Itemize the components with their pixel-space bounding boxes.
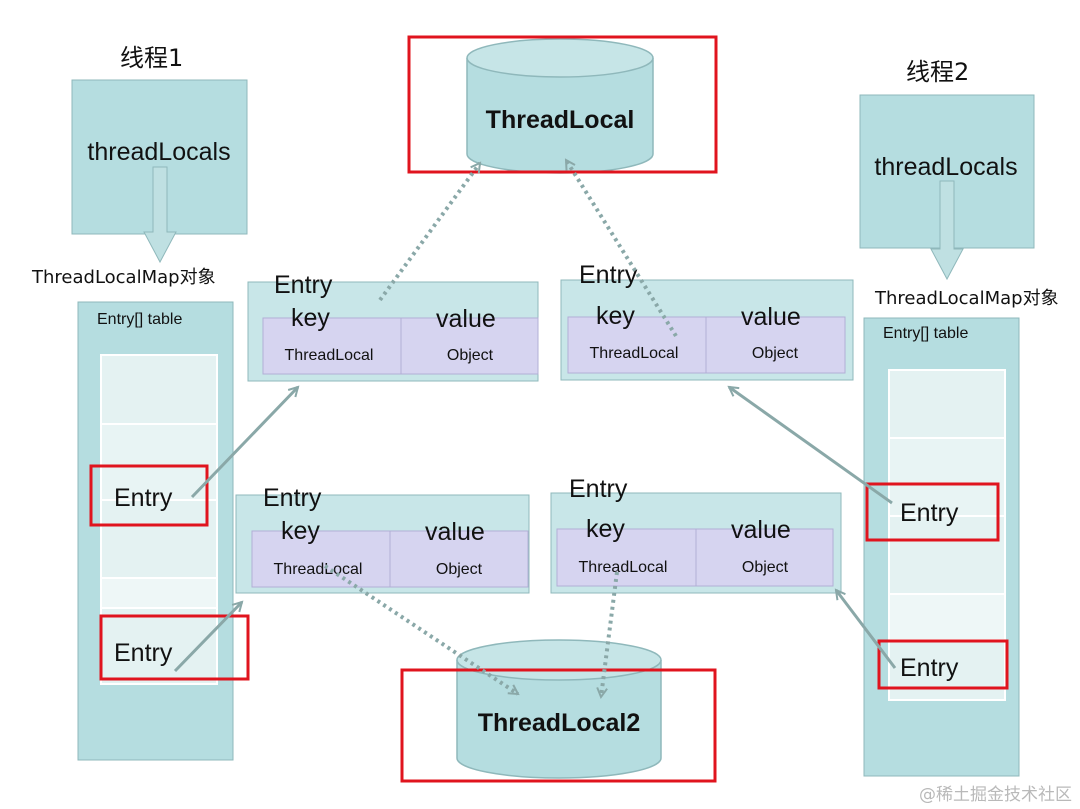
thread2-slot bbox=[888, 593, 1006, 641]
entry-value-label: value bbox=[425, 518, 485, 546]
thread1-slot bbox=[100, 499, 218, 579]
thread2-table-label: Entry[] table bbox=[883, 325, 968, 342]
ref-arrow bbox=[190, 387, 298, 499]
threadlocal-top-highlight bbox=[407, 35, 718, 174]
thread1-table-label: Entry[] table bbox=[97, 311, 182, 328]
threadlocal-bottom-highlight bbox=[400, 668, 717, 783]
entry-key-type: ThreadLocal bbox=[274, 561, 363, 578]
thread1-slot bbox=[100, 423, 218, 501]
entry-value-type: Object bbox=[447, 347, 494, 364]
entry-box-title: Entry bbox=[274, 271, 333, 299]
entry-key-label: key bbox=[586, 515, 625, 543]
entry-box bbox=[550, 492, 842, 594]
ref-arrow bbox=[173, 602, 242, 673]
entry-value-type: Object bbox=[752, 345, 799, 362]
entry-box-title: Entry bbox=[579, 261, 638, 289]
thread2-entry-highlight bbox=[865, 482, 1000, 542]
thread2-slot bbox=[888, 515, 1006, 595]
entry-key-label: key bbox=[281, 517, 320, 545]
thread2-slot bbox=[888, 437, 1006, 517]
entry-key-label: key bbox=[291, 304, 330, 332]
ref-arrow bbox=[836, 590, 897, 669]
ref-arrow bbox=[729, 385, 893, 505]
thread2-title: 线程2 bbox=[906, 58, 969, 86]
thread1-threadlocals-field: threadLocals bbox=[87, 138, 230, 166]
thread2-down-arrow bbox=[930, 180, 964, 281]
entry-key-type: ThreadLocal bbox=[285, 347, 374, 364]
entry-value-type: Object bbox=[742, 559, 789, 576]
watermark: @稀土掘金技术社区 bbox=[919, 785, 1072, 805]
thread2-map-label: ThreadLocalMap对象 bbox=[874, 288, 1059, 309]
entry-value-label: value bbox=[436, 305, 496, 333]
weak-ref-arrow bbox=[378, 163, 482, 302]
entry-value-label: value bbox=[741, 303, 801, 331]
thread2-entry-label: Entry bbox=[900, 654, 959, 682]
entry-value-label: value bbox=[731, 516, 791, 544]
weak-ref-arrow bbox=[601, 571, 619, 697]
entry-key-type: ThreadLocal bbox=[590, 345, 679, 362]
threadlocal-bottom-label: ThreadLocal2 bbox=[478, 709, 641, 737]
entry-value-type: Object bbox=[436, 561, 483, 578]
thread1-title: 线程1 bbox=[120, 44, 183, 72]
entry-box-title: Entry bbox=[569, 475, 628, 503]
threadlocal-top-label: ThreadLocal bbox=[486, 106, 635, 134]
thread1-entry-label: Entry bbox=[114, 639, 173, 667]
thread1-entry-label: Entry bbox=[114, 484, 173, 512]
entry-key-type: ThreadLocal bbox=[579, 559, 668, 576]
thread2-threadlocals-field: threadLocals bbox=[874, 153, 1017, 181]
thread2-entry-label: Entry bbox=[900, 499, 959, 527]
thread2-slot bbox=[888, 369, 1006, 439]
entry-box bbox=[235, 494, 530, 594]
thread1-entry-highlight bbox=[89, 464, 209, 527]
thread1-map-label: ThreadLocalMap对象 bbox=[31, 267, 216, 288]
entry-box-title: Entry bbox=[263, 484, 322, 512]
thread1-slot bbox=[100, 577, 218, 609]
entry-box bbox=[247, 281, 539, 382]
thread1-down-arrow bbox=[143, 166, 177, 264]
thread1-slot bbox=[100, 354, 218, 425]
entry-box bbox=[560, 279, 854, 381]
thread1-entry-highlight bbox=[99, 614, 250, 681]
entry-key-label: key bbox=[596, 302, 635, 330]
thread2-entry-highlight bbox=[877, 639, 1009, 690]
